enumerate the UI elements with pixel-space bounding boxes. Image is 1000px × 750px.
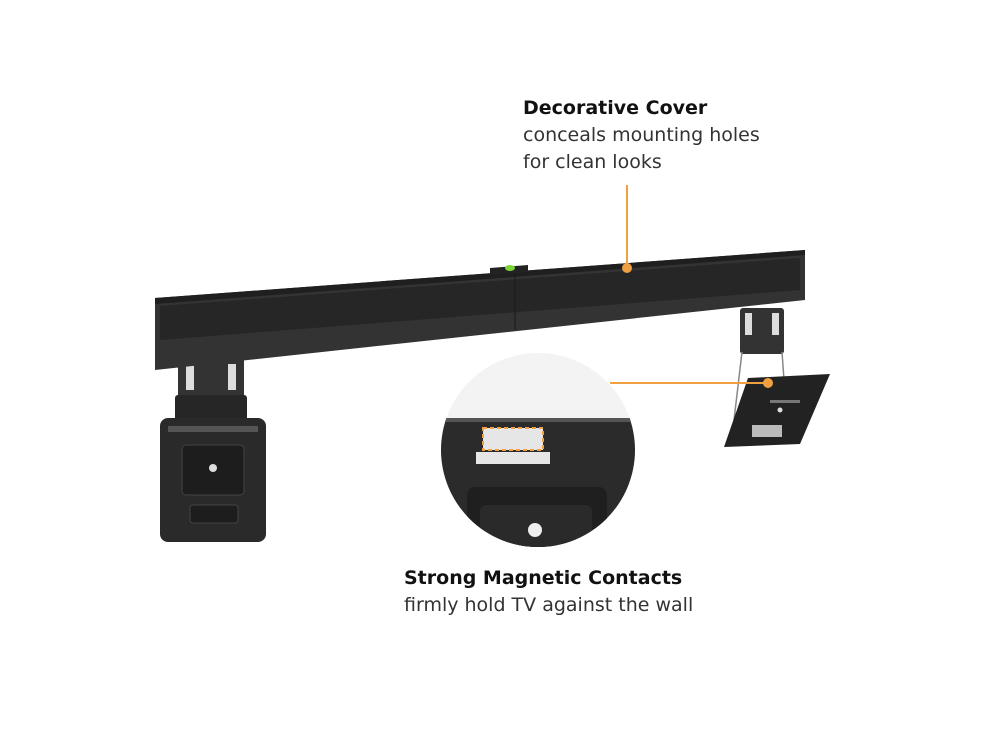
- callout-text: for clean looks: [523, 151, 662, 173]
- decorative-cover-callout: Decorative Cover conceals mounting holes…: [523, 95, 760, 176]
- magnetic-contacts-callout: Strong Magnetic Contacts firmly hold TV …: [404, 565, 693, 619]
- callout-dot-icon: [763, 378, 773, 388]
- level-bubble-icon: [505, 265, 515, 271]
- callout-text: firmly hold TV against the wall: [404, 594, 694, 616]
- right-bracket: [724, 308, 830, 447]
- callout-title: Decorative Cover: [523, 97, 708, 119]
- wall-rail: [155, 250, 805, 370]
- callout-title: Strong Magnetic Contacts: [404, 567, 683, 589]
- callout-text: conceals mounting holes: [523, 124, 760, 146]
- callout-dot-icon: [622, 263, 632, 273]
- left-bracket: [160, 358, 266, 542]
